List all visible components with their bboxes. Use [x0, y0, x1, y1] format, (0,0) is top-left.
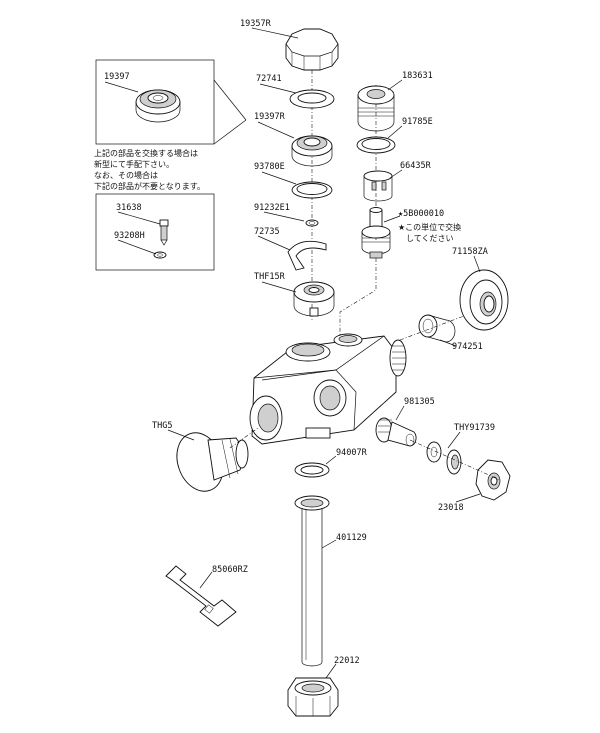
escutcheon-71158za — [459, 269, 509, 331]
check-981305 — [375, 417, 417, 447]
inset-box-replacement: 19397 — [95, 59, 247, 145]
label-66435r: 66435R — [400, 161, 432, 171]
gasket-94007r — [294, 462, 330, 478]
note-line-1: 上記の部品を交換する場合は — [94, 148, 198, 158]
label-183631: 183631 — [402, 71, 433, 81]
inset-box-unneeded: 31638 93208H — [95, 193, 215, 271]
axis-line-pipe — [399, 315, 465, 341]
washer-19397r — [291, 135, 333, 167]
label-5b000010: ★5B000010 — [398, 209, 444, 219]
key-85060rz — [165, 565, 237, 627]
label-22012: 22012 — [334, 656, 360, 666]
note-unit-line-2: してください — [406, 234, 454, 243]
label-981305: 981305 — [404, 397, 435, 407]
note-line-4: 下記の部品が不要となります。 — [94, 181, 205, 191]
valve-body — [249, 333, 407, 445]
label-31638: 31638 — [116, 203, 142, 213]
label-974251: 974251 — [452, 342, 483, 352]
label-91785e: 91785E — [402, 117, 433, 127]
inset-washer-drawing — [135, 89, 181, 123]
sleeve-66435r — [363, 170, 393, 202]
nut-22012 — [287, 677, 339, 717]
label-401129: 401129 — [336, 533, 367, 543]
clip-72735 — [287, 240, 327, 271]
assembly-path-right — [339, 258, 377, 338]
label-72741: 72741 — [256, 74, 282, 84]
pipe-974251 — [418, 314, 456, 343]
note-line-3: なお、その場合は — [94, 170, 158, 180]
label-19357r: 19357R — [240, 19, 272, 29]
washer-thy91739 — [426, 441, 462, 475]
label-23018: 23018 — [438, 503, 464, 513]
handle-thg5 — [176, 432, 249, 492]
nut-23018 — [475, 459, 511, 501]
cartridge-thf15r — [293, 281, 335, 317]
label-91232e1: 91232E1 — [254, 203, 290, 213]
label-93780e: 93780E — [254, 162, 285, 172]
axis-line-handle — [229, 427, 259, 449]
screw-93208h-drawing — [153, 251, 167, 259]
note-unit-line-1: ★この単位で交換 — [398, 222, 461, 232]
valve-183631 — [357, 85, 395, 132]
label-thy91739: THY91739 — [454, 423, 495, 433]
label-93208h: 93208H — [114, 231, 145, 241]
label-thf15r: THF15R — [254, 272, 286, 282]
label-94007r: 94007R — [336, 448, 368, 458]
tube-401129 — [294, 495, 330, 667]
cap-19357r — [285, 28, 339, 71]
label-19397: 19397 — [104, 72, 130, 82]
axis-line-nut — [409, 439, 501, 481]
label-19397r: 19397R — [254, 112, 286, 122]
label-72735: 72735 — [254, 227, 280, 237]
label-thg5: THG5 — [152, 421, 172, 431]
spindle-5b000010 — [361, 207, 391, 259]
label-71158za: 71158ZA — [452, 247, 488, 257]
note-line-2: 新型にて手配下さい。 — [94, 159, 174, 169]
oring-91232e1 — [305, 219, 319, 227]
label-85060rz: 85060RZ — [212, 565, 248, 575]
ring-93780e — [291, 181, 333, 199]
washer-72741 — [289, 89, 335, 109]
screw-31638-drawing — [159, 219, 169, 246]
ring-91785e — [356, 136, 396, 154]
replacement-note: 上記の部品を交換する場合は 新型にて手配下さい。 なお、その場合は 下記の部品が… — [94, 148, 205, 191]
